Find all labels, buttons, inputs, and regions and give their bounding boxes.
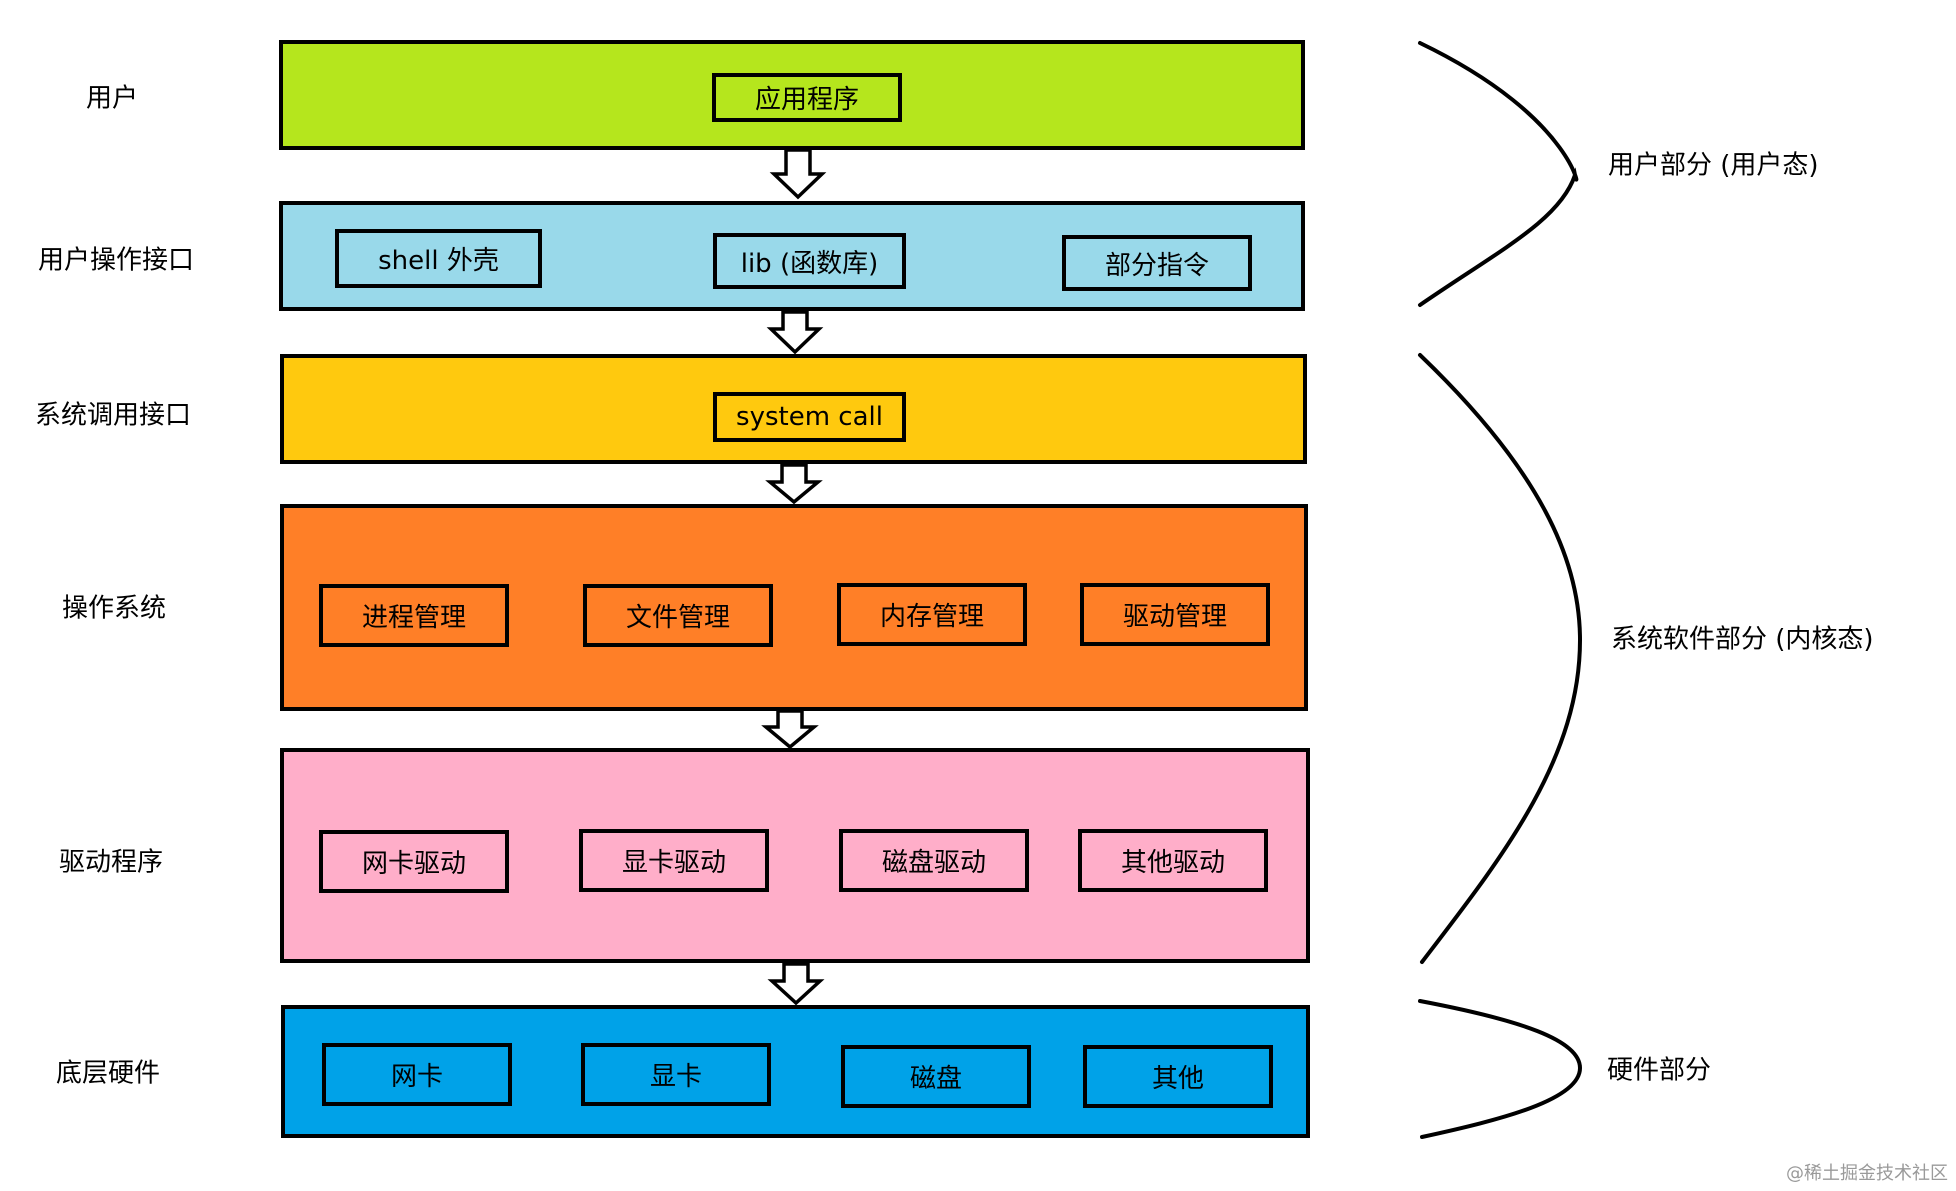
watermark: @稀土掘金技术社区: [1786, 1163, 1948, 1184]
box-nic: 网卡: [322, 1043, 512, 1106]
box-file-mgmt: 文件管理: [583, 584, 773, 647]
arrow-down-5: [767, 962, 825, 1006]
brace-hardware: [1418, 999, 1583, 1139]
box-nic-driver: 网卡驱动: [319, 830, 509, 893]
box-partial-commands: 部分指令: [1062, 235, 1252, 291]
box-shell: shell 外壳: [335, 229, 542, 288]
group-label-kernel: 系统软件部分 (内核态): [1611, 624, 1874, 655]
box-other-driver: 其他驱动: [1078, 829, 1268, 892]
arrow-down-1: [769, 148, 827, 200]
brace-user: [1418, 41, 1579, 307]
group-label-hardware: 硬件部分: [1607, 1055, 1712, 1086]
arrow-down-4: [761, 709, 819, 750]
layer-drivers: 网卡驱动 显卡驱动 磁盘驱动 其他驱动: [280, 748, 1310, 963]
box-system-call: system call: [713, 392, 906, 442]
label-drivers: 驱动程序: [59, 847, 164, 878]
layer-syscall: system call: [280, 354, 1307, 464]
box-gpu: 显卡: [581, 1043, 771, 1106]
layer-user: 应用程序: [279, 40, 1305, 150]
box-lib: lib (函数库): [713, 233, 906, 289]
box-memory-mgmt: 内存管理: [837, 583, 1027, 646]
layer-user-interface: shell 外壳 lib (函数库) 部分指令: [279, 201, 1305, 311]
label-syscall-interface: 系统调用接口: [35, 400, 192, 431]
box-driver-mgmt: 驱动管理: [1080, 583, 1270, 646]
label-os: 操作系统: [62, 593, 167, 624]
layer-hardware: 网卡 显卡 磁盘 其他: [281, 1005, 1310, 1138]
arrow-down-2: [766, 310, 824, 355]
box-gpu-driver: 显卡驱动: [579, 829, 769, 892]
box-process-mgmt: 进程管理: [319, 584, 509, 647]
arrow-down-3: [765, 463, 823, 505]
brace-kernel: [1418, 353, 1583, 964]
box-disk: 磁盘: [841, 1045, 1031, 1108]
label-user: 用户: [86, 83, 139, 114]
label-hardware: 底层硬件: [56, 1058, 161, 1089]
box-application: 应用程序: [712, 73, 902, 122]
layer-os: 进程管理 文件管理 内存管理 驱动管理: [280, 504, 1308, 711]
label-user-interface: 用户操作接口: [38, 245, 195, 276]
group-label-user: 用户部分 (用户态): [1608, 150, 1819, 181]
box-other: 其他: [1083, 1045, 1273, 1108]
box-disk-driver: 磁盘驱动: [839, 829, 1029, 892]
